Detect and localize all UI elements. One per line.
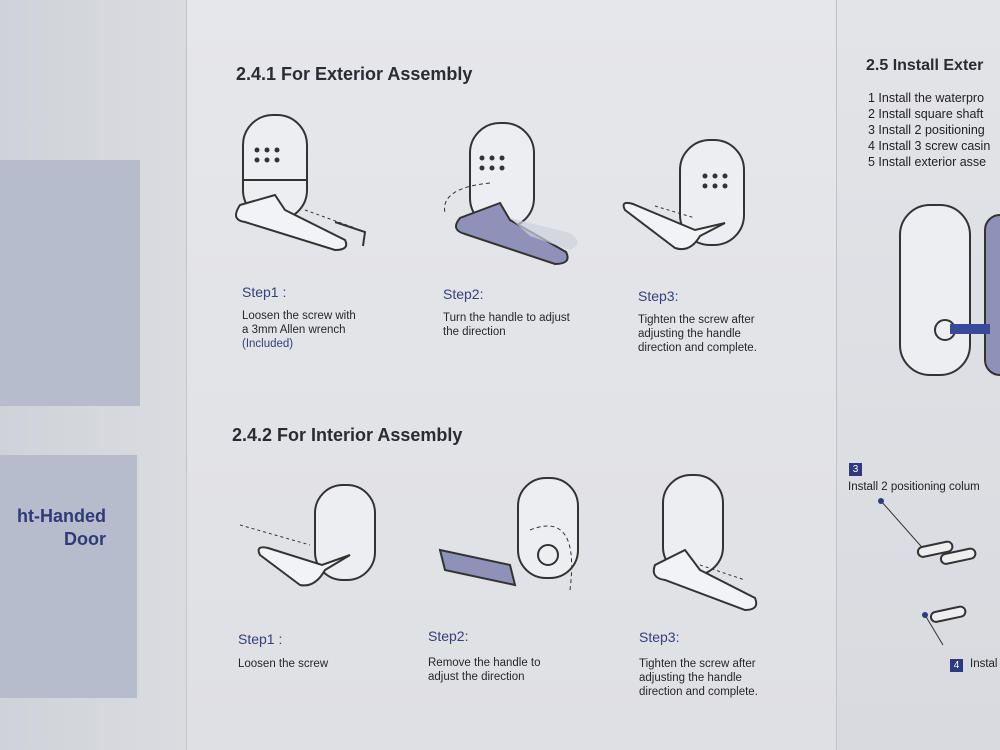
- exterior-step3-desc: Tighten the screw after adjusting the ha…: [638, 314, 757, 354]
- right-page-panel: [836, 0, 1000, 750]
- interior-section-title: 2.4.2 For Interior Assembly: [232, 425, 463, 445]
- interior-step2-label: Step2:: [428, 628, 469, 644]
- illustration-box: [0, 160, 140, 406]
- door-label: ht-Handed Door: [17, 506, 106, 549]
- install-section-title: 2.5 Install Exter: [866, 57, 984, 74]
- lock-illustration: [622, 139, 745, 251]
- interior-step2-desc: Remove the handle to adjust the directio…: [428, 657, 541, 683]
- lock-illustration: [235, 114, 367, 252]
- interior-step1-desc: Loosen the screw: [238, 658, 329, 670]
- lock-assembly-illustration: [899, 204, 1000, 376]
- exterior-step1-label: Step1 :: [242, 284, 287, 300]
- left-page-panel: ht-Handed Door: [0, 0, 186, 750]
- exterior-step1-desc: Loosen the screw with a 3mm Allen wrench…: [242, 310, 356, 350]
- exterior-section-title: 2.4.1 For Exterior Assembly: [236, 64, 473, 84]
- lock-illustration: [444, 122, 578, 266]
- door-label-box: [0, 455, 137, 698]
- step-badge-4: 4: [950, 659, 963, 672]
- install-steps-list: 1 Install the waterpro 2 Install square …: [868, 91, 991, 169]
- step-badge-3: 3: [849, 463, 862, 476]
- positioning-columns-illustration: [878, 498, 977, 646]
- step3-caption: Install 2 positioning colum: [848, 481, 980, 493]
- lock-illustration: [239, 484, 376, 587]
- interior-step3-desc: Tighten the screw after adjusting the ha…: [639, 658, 758, 698]
- lock-illustration: [438, 477, 579, 591]
- exterior-step3-label: Step3:: [638, 288, 679, 304]
- interior-step1-label: Step1 :: [238, 631, 283, 647]
- exterior-step2-desc: Turn the handle to adjust the direction: [443, 312, 570, 338]
- step4-caption: Instal: [970, 658, 998, 670]
- lock-illustration: [652, 474, 758, 612]
- exterior-step2-label: Step2:: [443, 286, 484, 302]
- interior-step3-label: Step3:: [639, 629, 680, 645]
